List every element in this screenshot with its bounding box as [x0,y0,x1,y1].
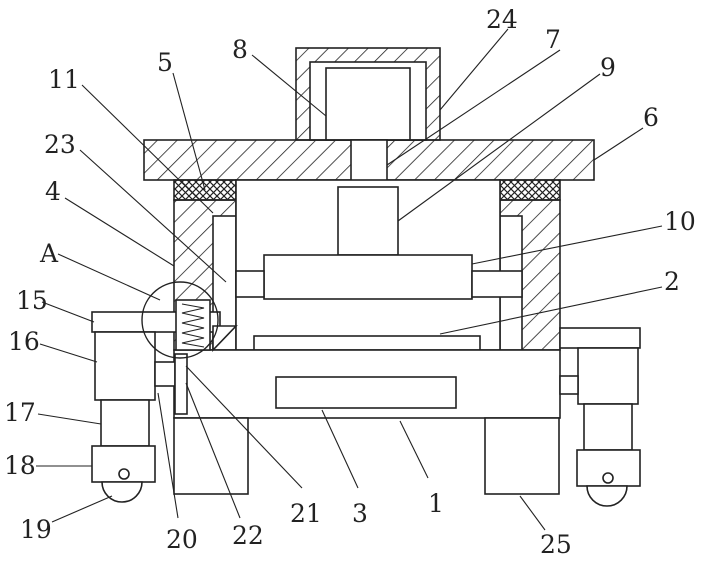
leg-right [485,418,559,494]
label-24: 24 [486,5,518,34]
label-7: 7 [545,25,561,54]
work-plate [254,336,480,350]
label-3: 3 [352,499,368,528]
label-20: 20 [166,525,198,554]
label-8: 8 [232,35,248,64]
wheel-right [587,486,627,506]
label-6: 6 [643,103,659,132]
label-11: 11 [48,65,80,94]
label-15: 15 [16,286,48,315]
clamp-left [175,354,187,414]
label-19: 19 [20,515,52,544]
cushion-right [500,180,560,200]
housing-right [578,348,638,404]
label-10: 10 [664,207,696,236]
label-A: A [39,239,59,268]
label-4: 4 [45,177,61,206]
connector-right [560,376,578,394]
label-23: 23 [44,130,76,159]
motor [326,68,410,140]
base-slot [276,377,456,408]
label-21: 21 [290,499,322,528]
label-25: 25 [540,530,572,559]
label-1: 1 [428,489,444,518]
label-18: 18 [4,451,36,480]
slider-right [472,271,522,297]
column-right [584,404,632,450]
label-9: 9 [600,53,616,82]
leg-left [174,418,248,494]
label-16: 16 [8,327,40,356]
column-left [101,400,149,446]
wheel-left [102,482,142,502]
label-17: 17 [4,398,36,427]
cylinder [338,187,398,255]
label-22: 22 [232,521,264,550]
label-5: 5 [157,48,173,77]
label-2: 2 [664,267,680,296]
connector-left [155,362,175,386]
housing-left [95,332,155,400]
axle-right [603,473,613,483]
press-plate [264,255,472,299]
slider-left [236,271,264,297]
top-bracket-right [560,328,640,348]
axle-left [119,469,129,479]
